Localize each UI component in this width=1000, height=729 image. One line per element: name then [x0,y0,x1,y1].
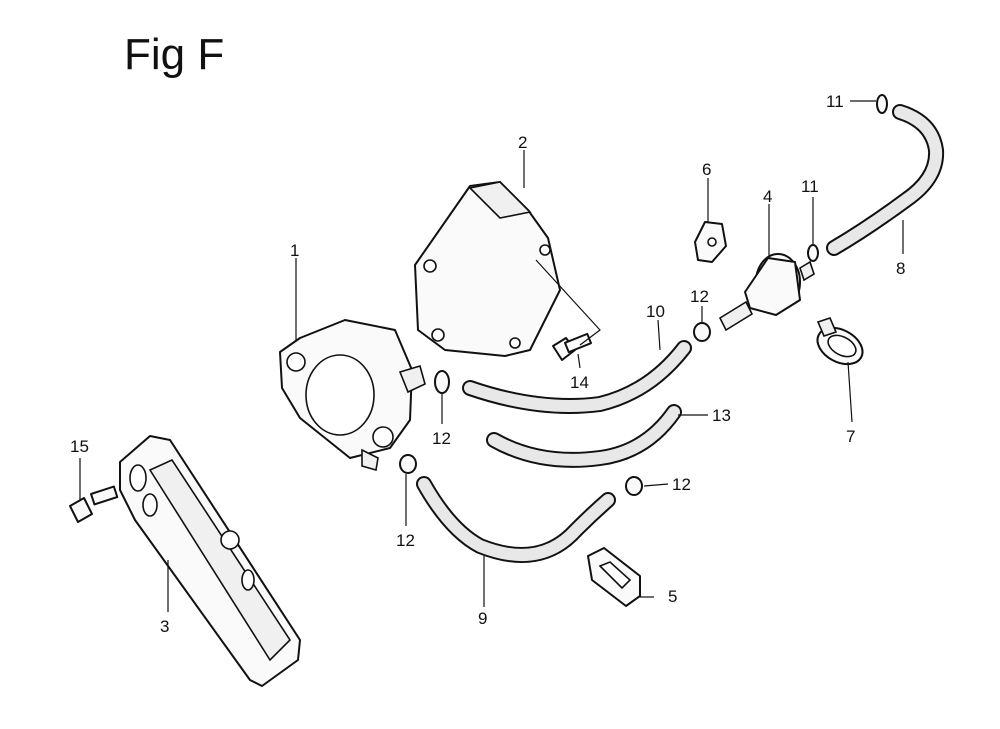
hose-clamp-part-7 [816,317,864,366]
clip-part-12-filter [693,322,711,342]
mounting-plate-part-3 [119,435,301,687]
bolt-part-15 [69,485,119,523]
insulator-part-1 [279,319,426,472]
callout-13: 13 [712,406,731,425]
callout-4: 4 [763,187,772,206]
callout-15: 15 [70,437,89,456]
callout-11-mid: 11 [801,177,819,196]
hose-part-13 [486,404,682,468]
clip-part-6 [694,221,727,263]
callout-10: 10 [646,302,665,321]
callout-6: 6 [702,160,711,179]
callout-12-right: 12 [672,475,691,494]
callout-7: 7 [846,427,855,446]
callout-12-filter: 12 [690,287,709,306]
clip-part-11-mid [807,244,819,262]
callout-12-upper: 12 [432,429,451,448]
callout-2: 2 [518,133,527,152]
hose-part-10 [462,340,692,414]
hose-part-9 [416,476,616,563]
fuel-filter-part-4 [718,253,815,332]
callout-8: 8 [896,259,905,278]
callout-5: 5 [668,587,677,606]
bolt-part-14 [552,332,592,361]
figure-title: Fig F [124,30,225,79]
clip-part-12-right [625,476,643,496]
clip-part-12-upper [434,370,450,394]
callout-11-top: 11 [826,92,844,111]
bracket-part-2 [414,181,561,357]
hose-part-8 [826,104,945,256]
callout-9: 9 [478,609,487,628]
callout-12-lower: 12 [396,531,415,550]
grommet-part-5 [587,547,641,607]
callout-3: 3 [160,617,169,636]
clip-part-11-top [876,94,888,114]
clip-part-12-lower [399,454,417,474]
callout-1: 1 [290,241,299,260]
callout-14: 14 [570,373,589,392]
